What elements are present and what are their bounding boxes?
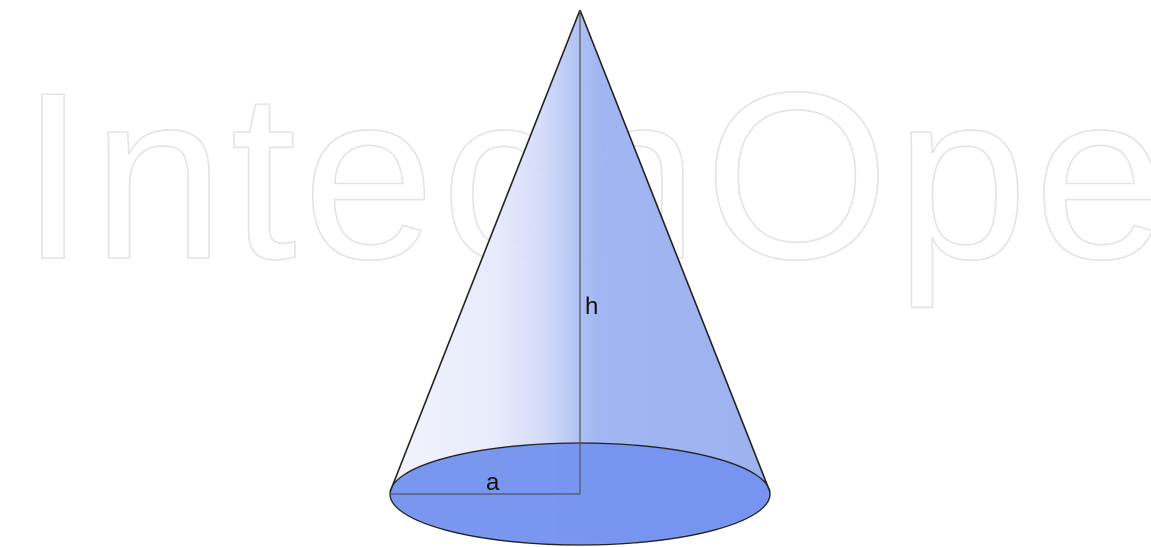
height-label: h (585, 293, 598, 320)
cone-left-edge (389, 9, 581, 493)
cone-right-edge (579, 9, 771, 493)
radius-label: a (486, 469, 500, 496)
